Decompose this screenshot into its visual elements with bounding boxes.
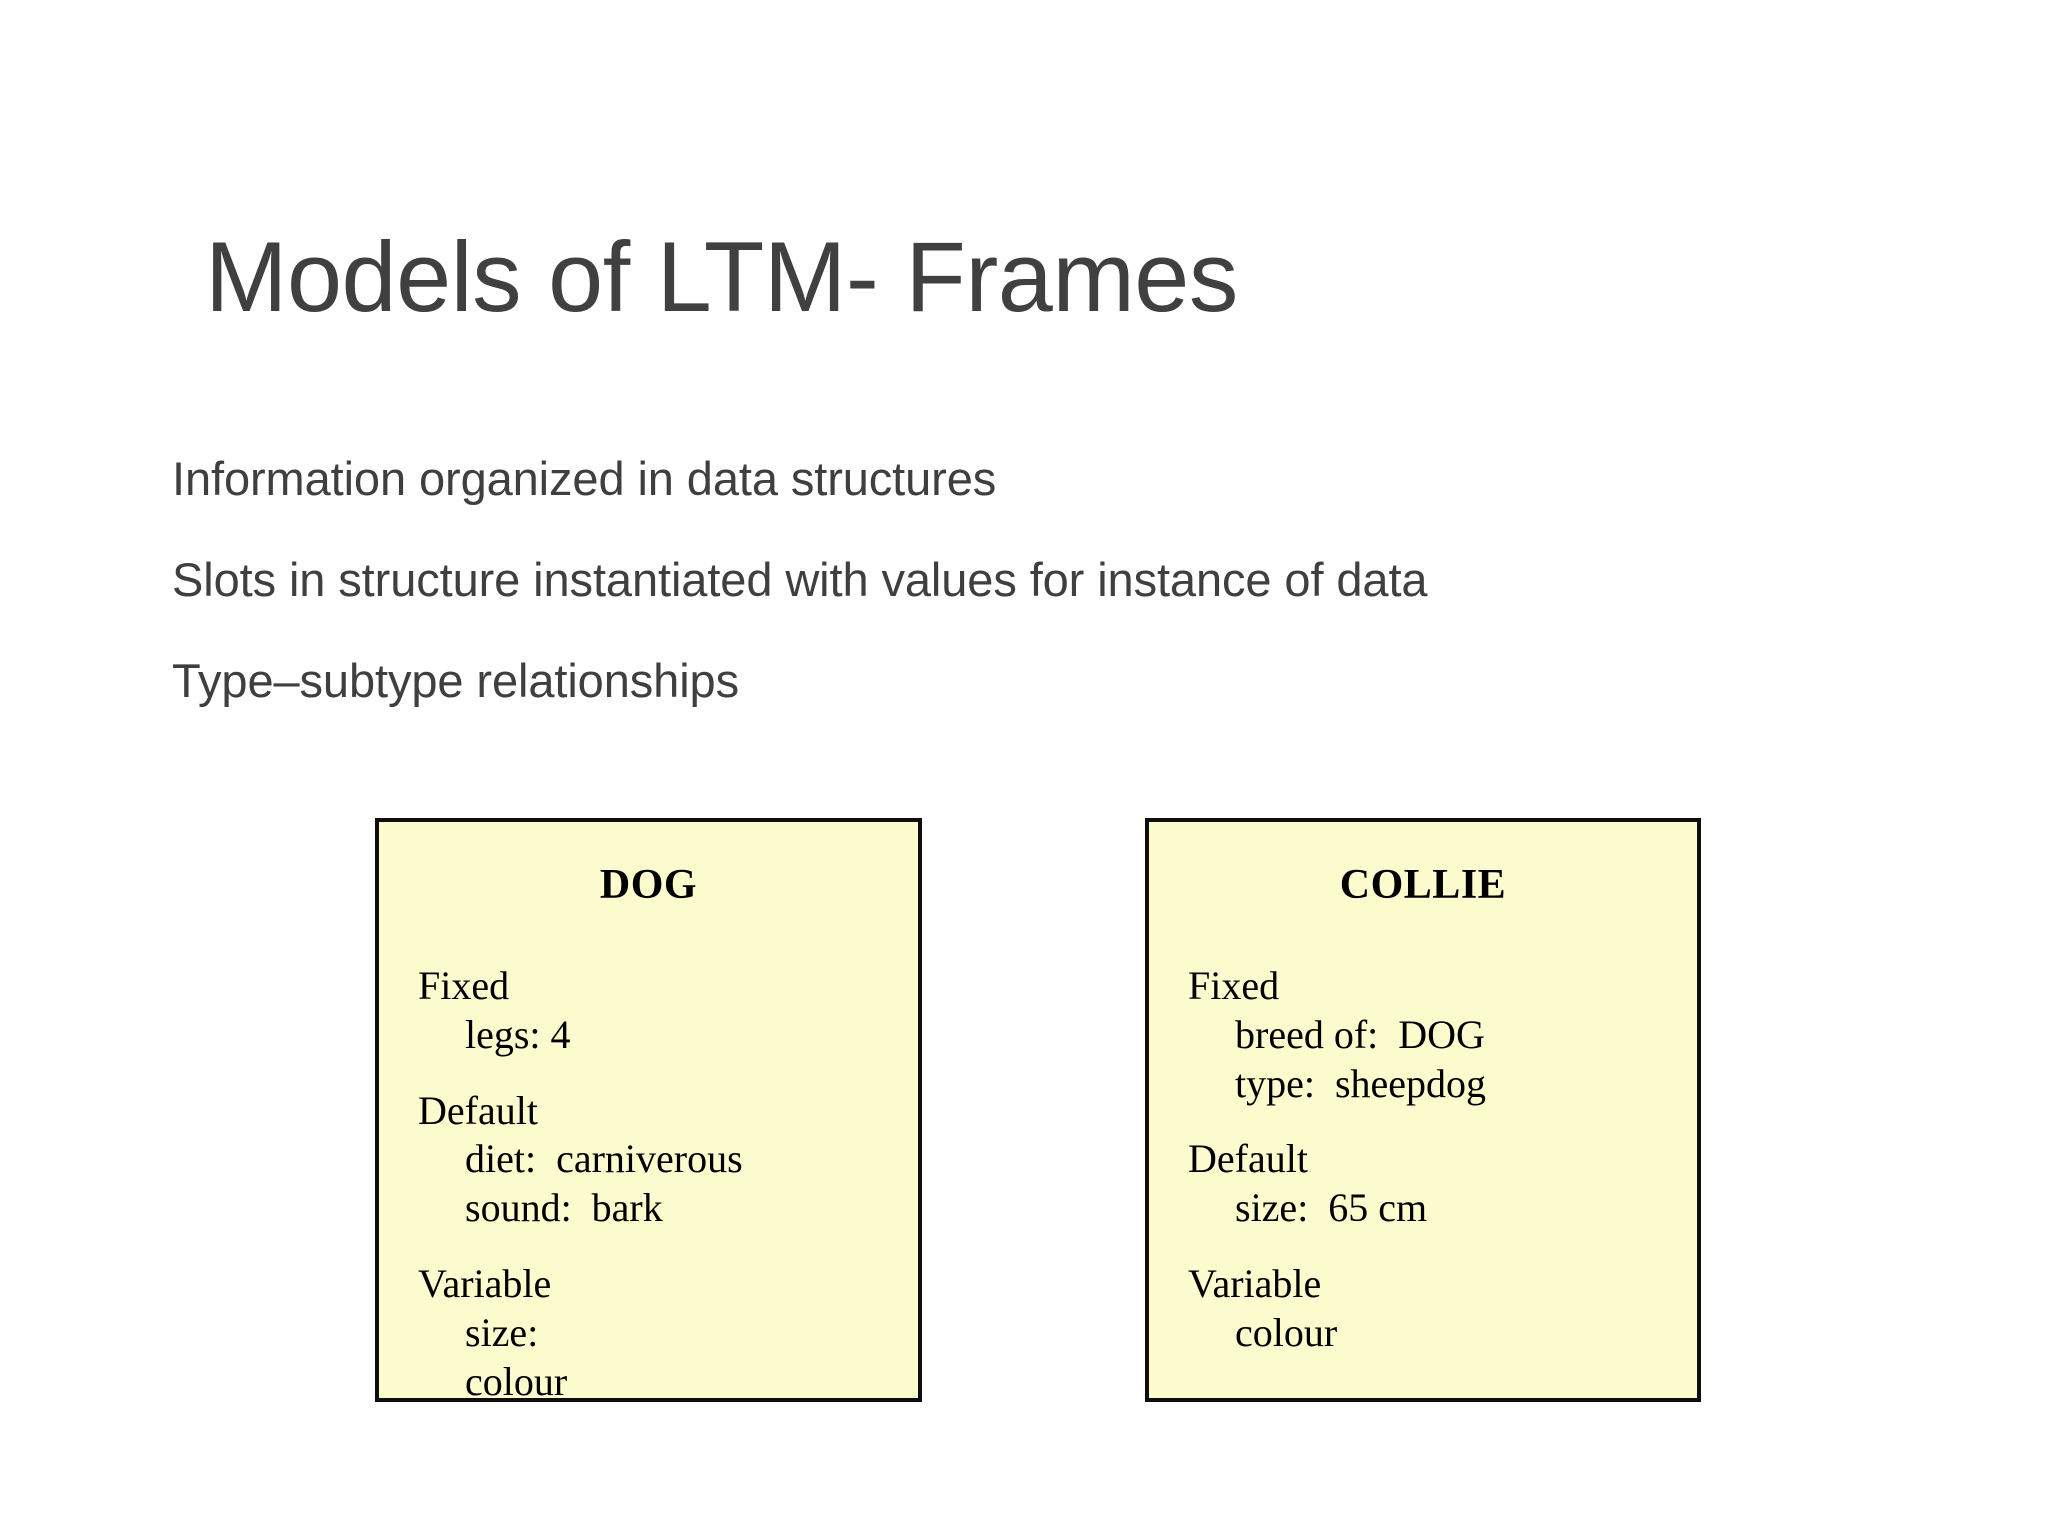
group-item-diet: diet: carniverous — [465, 1136, 743, 1182]
group-item-breed-of: breed of: DOG — [1235, 1011, 1485, 1057]
body-line-1: Information organized in data structures — [172, 452, 997, 505]
group-item-size: size: 65 cm — [1235, 1185, 1428, 1231]
frame-title-dog: DOG — [599, 862, 698, 908]
group-label-fixed: Fixed — [1188, 963, 1280, 1008]
slide-body: Information organized in data structures… — [172, 455, 1932, 704]
frame-body-collie: Fixed breed of: DOG type: sheepdog Defau… — [1149, 962, 1697, 1358]
group-label-default: Default — [418, 1087, 538, 1133]
frame-body-dog: Fixed legs: 4 Default diet: carniverous … — [379, 962, 918, 1406]
frame-group-variable: Variable size: colour — [418, 1260, 918, 1406]
frame-box-dog: DOG Fixed legs: 4 Default diet: carniver… — [375, 818, 922, 1404]
group-label-default: Default — [1188, 1136, 1308, 1182]
body-line-2: Slots in structure instantiated with val… — [172, 553, 1428, 606]
frame-group-default: Default size: 65 cm — [1188, 1135, 1697, 1233]
frame-box-collie: COLLIE Fixed breed of: DOG type: sheepdo… — [1145, 818, 1701, 1402]
frame-group-fixed: Fixed legs: 4 — [418, 962, 918, 1060]
group-label-fixed: Fixed — [418, 963, 510, 1008]
group-item-legs: legs: 4 — [465, 1011, 571, 1057]
group-label-variable: Variable — [418, 1260, 552, 1306]
group-item-sound: sound: bark — [465, 1185, 663, 1231]
group-item-size: size: — [465, 1309, 539, 1355]
frame-group-default: Default diet: carniverous sound: bark — [418, 1087, 918, 1233]
frame-group-variable: Variable colour — [1188, 1260, 1697, 1358]
group-label-variable: Variable — [1188, 1260, 1322, 1306]
group-item-colour: colour — [465, 1358, 568, 1404]
page-title: Models of LTM- Frames — [205, 221, 1238, 332]
group-item-colour: colour — [1235, 1309, 1338, 1355]
frame-group-fixed: Fixed breed of: DOG type: sheepdog — [1188, 962, 1697, 1108]
frame-title-collie: COLLIE — [1339, 862, 1507, 908]
group-item-type: type: sheepdog — [1235, 1060, 1487, 1106]
body-line-3: Type–subtype relationships — [172, 654, 739, 707]
